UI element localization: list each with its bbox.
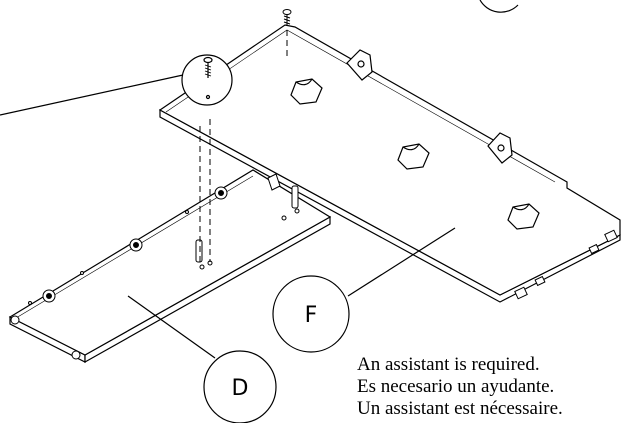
- panel-d-top: [8, 169, 332, 356]
- hinge-plate: [346, 49, 373, 81]
- callout-f-label: F: [305, 303, 318, 328]
- leader-lines: [127, 227, 456, 359]
- assistant-note: An assistant is required. Es necesario u…: [357, 354, 563, 419]
- note-english: An assistant is required.: [357, 354, 540, 375]
- panel-d: [8, 169, 332, 364]
- callout-d: D: [203, 350, 277, 423]
- callout-d-label: D: [232, 376, 249, 401]
- shelf-clip: [507, 203, 540, 230]
- note-spanish: Es necesario un ayudante.: [357, 376, 554, 397]
- screw: [282, 9, 292, 26]
- shelf-clips-f: [290, 78, 540, 230]
- note-french: Un assistant est nécessaire.: [357, 398, 563, 419]
- alignment-lines: [199, 30, 288, 262]
- cam-locks-d: [10, 186, 228, 360]
- screws: [282, 9, 292, 26]
- cam-bolts-f: [514, 229, 618, 300]
- panel-f-top: [158, 24, 621, 296]
- offscreen-callout-arc: [479, 0, 519, 13]
- hinge-plates-f: [346, 49, 513, 164]
- hinge-plate: [487, 132, 513, 164]
- shelf-clip: [290, 78, 323, 105]
- shelf-clip: [397, 143, 430, 170]
- detail-magnifier: [0, 54, 233, 116]
- callout-f: F: [272, 275, 350, 353]
